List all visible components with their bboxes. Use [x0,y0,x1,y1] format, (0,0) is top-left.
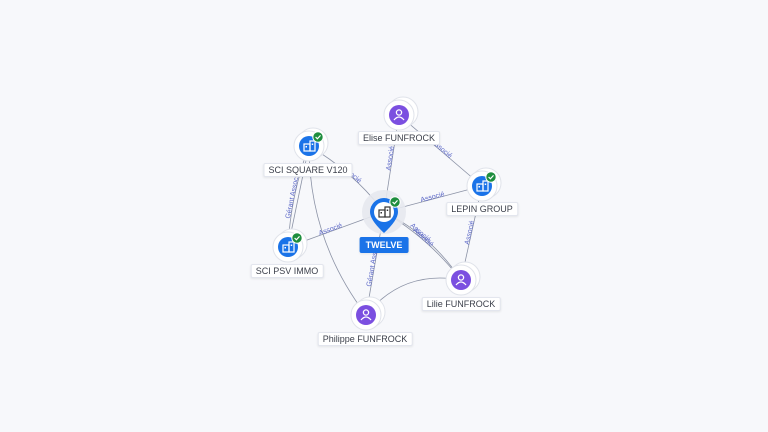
edge-label-lepin_twelve: Associé [420,191,446,204]
node-sci_square[interactable] [293,127,329,162]
node-lepin[interactable] [466,167,502,202]
edge-label-elise_twelve: Associé [385,146,396,171]
edge-label-psv_twelve: Associé [318,222,344,237]
person-icon [360,309,372,321]
building-icon [378,206,391,218]
verified-check-icon [312,131,324,143]
edge-label-twelve_lilie2: Associé [409,222,432,244]
graph-nodes [272,96,502,331]
node-sci_psv[interactable] [272,228,308,263]
node-label-elise[interactable]: Elise FUNFROCK [357,131,441,145]
person-icon [393,109,405,121]
verified-check-icon [291,232,303,244]
node-label-twelve[interactable]: TWELVE [359,237,409,253]
node-twelve[interactable] [362,190,406,234]
building-icon [303,140,316,152]
person-icon [455,274,467,286]
node-label-sci-square[interactable]: SCI SQUARE V120 [263,163,353,177]
node-label-lepin[interactable]: LEPIN GROUP [446,202,518,216]
node-label-lilie[interactable]: Lilie FUNFROCK [421,297,501,311]
verified-check-icon [485,171,497,183]
building-icon [282,241,295,253]
node-lilie[interactable] [445,261,481,296]
building-icon [476,180,489,192]
verified-check-icon [389,196,401,208]
edge-label-lilie_lepin: Associé [464,220,476,246]
node-philippe[interactable] [350,296,386,331]
node-elise[interactable] [383,96,419,131]
node-label-philippe[interactable]: Philippe FUNFROCK [317,332,413,346]
node-label-sci-psv[interactable]: SCI PSV IMMO [250,264,324,278]
